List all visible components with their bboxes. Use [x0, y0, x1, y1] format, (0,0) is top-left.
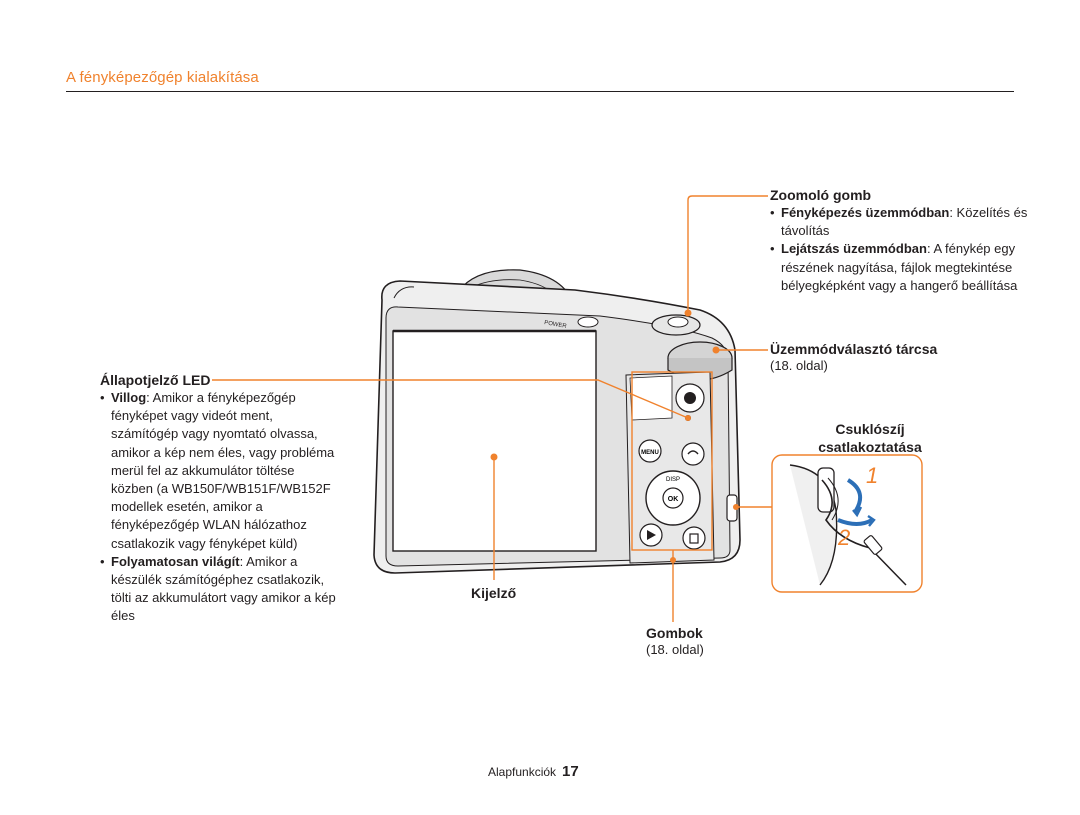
- footer-section: Alapfunkciók: [488, 765, 557, 779]
- svg-text:DISP: DISP: [666, 477, 680, 483]
- zoom-callout: Zoomoló gomb Fényképezés üzemmódban: Köz…: [770, 187, 1030, 295]
- mode-dial-callout: Üzemmódválasztó tárcsa (18. oldal): [770, 341, 937, 375]
- svg-text:OK: OK: [668, 496, 679, 503]
- page-number: 17: [562, 763, 579, 780]
- header-divider: [66, 91, 1014, 92]
- strap-step-1: 1: [866, 463, 878, 488]
- buttons-ref: (18. oldal): [646, 642, 704, 657]
- mode-dial-ref: (18. oldal): [770, 358, 828, 373]
- ok-button: [662, 487, 684, 509]
- power-label: POWER: [544, 320, 568, 330]
- zoom-item: Lejátszás üzemmódban: A fénykép egy rész…: [770, 240, 1030, 295]
- status-led-callout: Állapotjelző LED Villog: Amikor a fényké…: [100, 372, 336, 626]
- power-button: [577, 316, 599, 328]
- status-led-item: Villog: Amikor a fényképezőgép fényképet…: [100, 389, 336, 553]
- strap-step-2: 2: [837, 525, 850, 550]
- buttons-title: Gombok: [646, 625, 703, 641]
- strap-callout: Csuklószíj csatlakoztatása: [818, 421, 922, 455]
- page-title: A fényképezőgép kialakítása: [66, 69, 259, 86]
- back-button: [681, 442, 705, 466]
- page-footer: Alapfunkciók 17: [488, 763, 579, 780]
- zoom-title: Zoomoló gomb: [770, 187, 872, 203]
- status-led-item: Folyamatosan világít: Amikor a készülék …: [100, 553, 336, 626]
- menu-button: [638, 439, 662, 463]
- delete-button: [682, 526, 706, 550]
- status-led-title: Állapotjelző LED: [100, 372, 211, 388]
- svg-text:MENU: MENU: [641, 450, 659, 456]
- display-label: Kijelző: [471, 585, 517, 601]
- strap-inset: [789, 464, 907, 586]
- buttons-callout: Gombok (18. oldal): [646, 625, 704, 659]
- mode-dial-title: Üzemmódválasztó tárcsa: [770, 341, 938, 357]
- zoom-item: Fényképezés üzemmódban: Közelítés és táv…: [770, 204, 1030, 240]
